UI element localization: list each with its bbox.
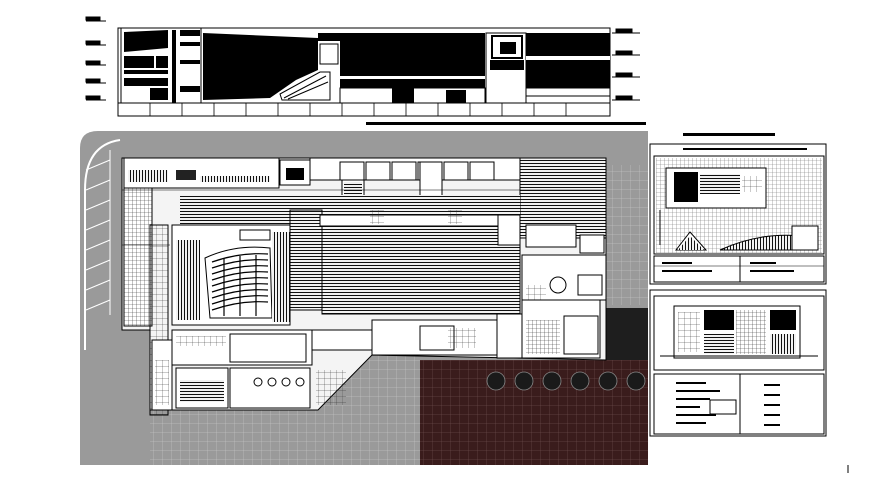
tree-symbol xyxy=(542,371,562,391)
parking-stalls xyxy=(85,150,111,315)
site-floor-plan-view xyxy=(80,131,648,465)
tree-symbol xyxy=(514,371,534,391)
detail-sheet-lower xyxy=(649,289,827,437)
tree-row xyxy=(486,371,646,391)
tree-symbol xyxy=(626,371,646,391)
tree-symbol xyxy=(570,371,590,391)
detail-sheet-upper xyxy=(649,133,827,285)
tree-symbol xyxy=(598,371,618,391)
main-hall xyxy=(321,225,521,315)
level-markers-left xyxy=(85,16,106,101)
level-markers-right xyxy=(612,28,640,101)
auditorium-seating xyxy=(211,253,269,316)
section-auditorium-mass xyxy=(203,33,318,100)
section-scale-bar xyxy=(366,122,646,125)
building-section-view xyxy=(85,16,646,125)
tree-symbol xyxy=(486,371,506,391)
